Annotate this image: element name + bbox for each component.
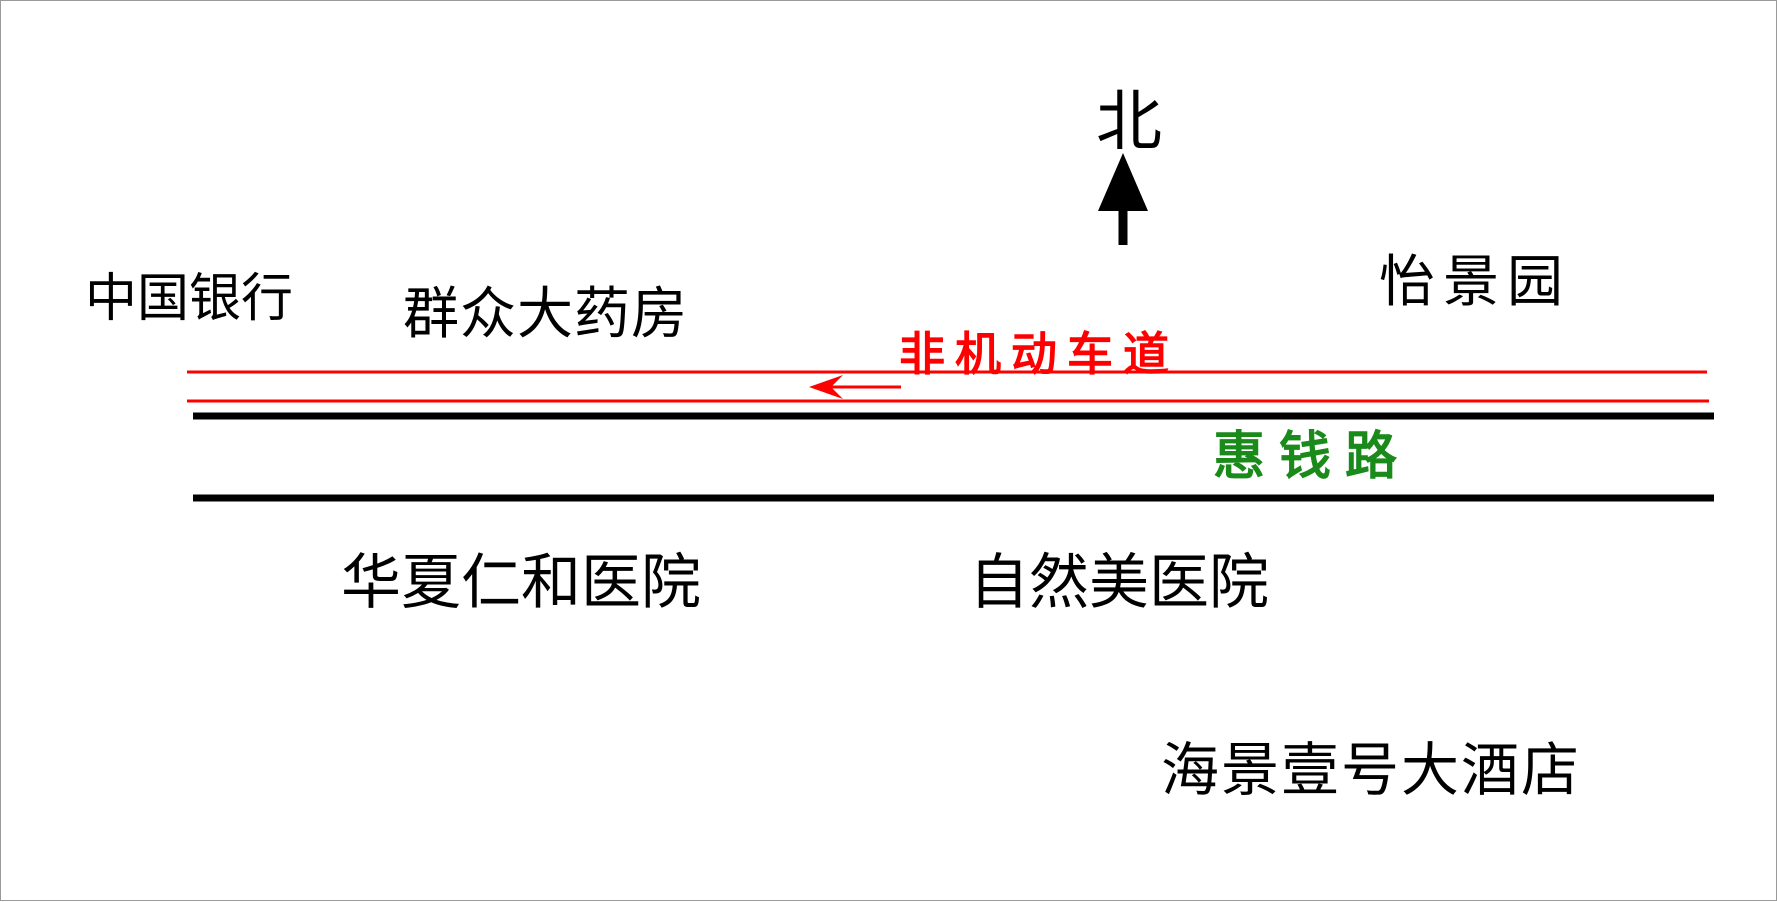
north-arrow-head bbox=[1098, 153, 1148, 211]
north-arrow-icon bbox=[1098, 153, 1148, 245]
north-label: 北 bbox=[1096, 83, 1162, 160]
place-label-hospital-huaxia: 华夏仁和医院 bbox=[341, 548, 701, 618]
bike-lane-label: 非机动车道 bbox=[899, 327, 1179, 381]
direction-arrow-head bbox=[809, 375, 843, 399]
main-road-label: 惠钱路 bbox=[1213, 427, 1412, 487]
place-label-bank: 中国银行 bbox=[85, 269, 294, 329]
place-label-residence: 怡景园 bbox=[1379, 250, 1571, 315]
place-label-hotel: 海景壹号大酒店 bbox=[1161, 736, 1582, 804]
direction-arrow-left-icon bbox=[809, 375, 901, 399]
place-label-pharmacy: 群众大药房 bbox=[403, 282, 688, 347]
place-label-hospital-ziran: 自然美医院 bbox=[969, 548, 1269, 618]
